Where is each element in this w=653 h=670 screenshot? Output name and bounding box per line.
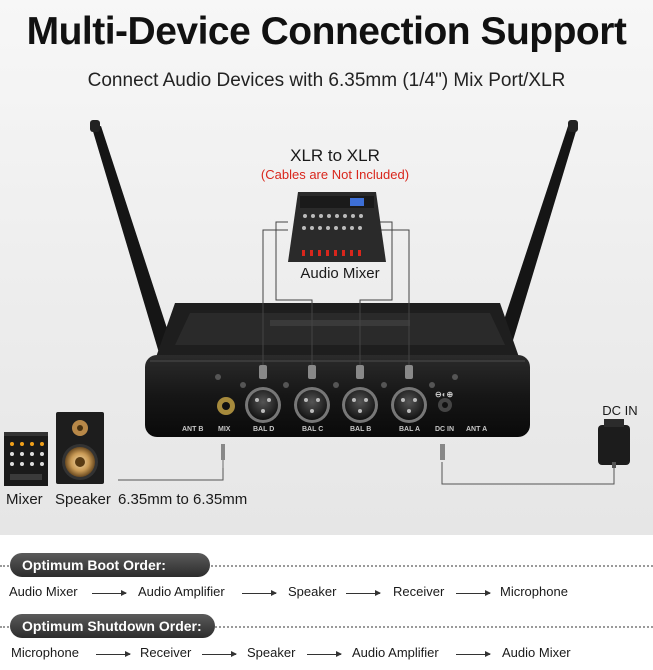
mix-jack [217, 397, 235, 415]
arrow-icon [202, 651, 237, 657]
arrow-icon [307, 651, 342, 657]
dc-in-label: DC IN [602, 403, 638, 418]
shutdown-step-5: Audio Mixer [502, 645, 571, 660]
audio-mixer-label: Audio Mixer [300, 265, 380, 282]
mixer-label: Mixer [6, 491, 43, 508]
speaker-label: Speaker [55, 491, 111, 508]
cable-type-label: 6.35mm to 6.35mm [118, 491, 248, 508]
arrow-icon [242, 590, 277, 596]
xlr-plugs [259, 365, 413, 379]
boot-order-title: Optimum Boot Order: [10, 553, 210, 577]
shutdown-order-title: Optimum Shutdown Order: [10, 614, 215, 638]
dj-mixer-device [4, 432, 48, 486]
boot-step-1: Audio Mixer [9, 584, 78, 599]
shutdown-step-3: Speaker [247, 645, 296, 660]
xlr-cable-note: (Cables are Not Included) [260, 167, 410, 182]
boot-step-2: Audio Amplifier [138, 584, 225, 599]
shutdown-order-divider [0, 626, 653, 628]
product-scene-background [0, 0, 653, 535]
shutdown-order-sequence: Microphone Receiver Speaker Audio Amplif… [0, 645, 653, 665]
port-label-bal-a: BAL A [399, 426, 420, 433]
dc-power-jack [438, 398, 452, 412]
connection-diagram [4, 120, 630, 486]
port-label-bal-c: BAL C [302, 426, 324, 433]
audio-mixer-device [288, 192, 386, 262]
xlr-cables [262, 221, 410, 370]
page-headline: Multi-Device Connection Support [26, 10, 627, 53]
port-label-mix: MIX [218, 426, 231, 433]
port-label-bal-b: BAL B [350, 426, 372, 433]
xlr-title: XLR to XLR [290, 146, 380, 165]
arrow-icon [456, 651, 491, 657]
boot-step-4: Receiver [393, 584, 445, 599]
port-label-dc-in: DC IN [435, 426, 455, 433]
arrow-icon [456, 590, 491, 596]
boot-step-5: Microphone [500, 584, 568, 599]
boot-order-sequence: Audio Mixer Audio Amplifier Speaker Rece… [0, 584, 653, 604]
xlr-port-bal-b [342, 387, 378, 423]
shutdown-step-2: Receiver [140, 645, 192, 660]
shutdown-step-4: Audio Amplifier [352, 645, 439, 660]
polarity-symbol: ⊖◐⊕ [435, 390, 454, 399]
port-label-ant-a: ANT A [466, 426, 488, 433]
page-subheadline: Connect Audio Devices with 6.35mm (1/4")… [87, 70, 566, 91]
dc-power-cable [440, 444, 615, 485]
shutdown-step-1: Microphone [11, 645, 79, 660]
speaker-device [56, 412, 104, 484]
xlr-port-bal-d [245, 387, 281, 423]
power-adapter [598, 419, 630, 468]
arrow-icon [96, 651, 131, 657]
arrow-icon [346, 590, 381, 596]
xlr-port-bal-c [294, 387, 330, 423]
boot-step-3: Speaker [288, 584, 337, 599]
wireless-receiver [145, 303, 530, 437]
xlr-port-bal-a [391, 387, 427, 423]
quarter-inch-cable [118, 444, 225, 481]
port-label-bal-d: BAL D [253, 426, 275, 433]
arrow-icon [92, 590, 127, 596]
port-label-ant-b: ANT B [182, 426, 204, 433]
panel-screws [215, 374, 458, 388]
boot-order-divider [0, 565, 653, 567]
